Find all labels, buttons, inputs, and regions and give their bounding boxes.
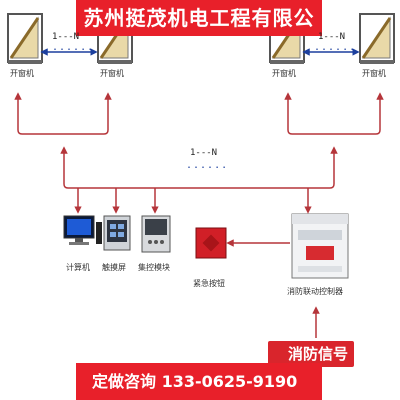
link-label-right: 1---N — [318, 32, 346, 42]
window-label: 开窗机 — [272, 69, 296, 78]
touchscreen-label: 触摸屏 — [102, 263, 126, 272]
emergency-button-icon — [195, 227, 227, 259]
emergency-button-label: 紧急按钮 — [193, 279, 225, 288]
fire-controller-label: 消防联动控制器 — [287, 287, 343, 296]
contact-banner: 定做咨询 133-0625-9190 — [76, 363, 322, 400]
fire-signal-box: 消防信号 — [268, 341, 354, 367]
control-module-icon — [141, 215, 171, 253]
window-opener-icon — [359, 13, 395, 64]
control-module-label: 集控模块 — [138, 263, 170, 272]
bus-label: 1---N — [190, 148, 218, 158]
window-label: 开窗机 — [362, 69, 386, 78]
touchscreen-icon — [103, 215, 131, 251]
computer-label: 计算机 — [66, 263, 90, 272]
window-opener-icon — [7, 13, 43, 64]
right-window-loop — [287, 110, 381, 135]
bus-dots: ...... — [186, 160, 229, 171]
link-label-left: 1---N — [52, 32, 80, 42]
link-dots-right: ...... — [314, 42, 357, 53]
window-label: 开窗机 — [100, 69, 124, 78]
window-label: 开窗机 — [10, 69, 34, 78]
fire-controller-icon — [291, 213, 349, 279]
company-banner: 苏州挺茂机电工程有限公司 — [76, 0, 322, 66]
main-bus — [63, 168, 335, 189]
left-window-loop — [17, 110, 109, 135]
computer-icon — [63, 215, 102, 245]
link-dots-left: ...... — [52, 42, 95, 53]
